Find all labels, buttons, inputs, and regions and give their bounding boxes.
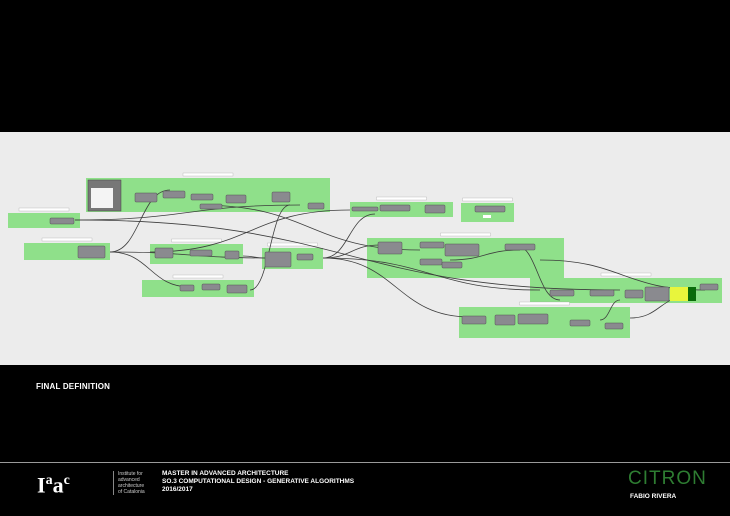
course-info: MASTER IN ADVANCED ARCHITECTURE SO.3 COM… [162, 470, 354, 494]
component-node [224, 250, 240, 260]
component-node [569, 319, 591, 327]
component-node [377, 241, 403, 255]
footer-divider [0, 462, 730, 463]
toggle-input [483, 215, 491, 218]
wire [149, 209, 351, 253]
wire [109, 189, 171, 253]
group-label [172, 274, 224, 279]
gradient-swatch-yellow [670, 287, 688, 301]
component-node [49, 217, 75, 225]
group-label [171, 238, 222, 243]
component-node [307, 202, 325, 210]
wire [599, 299, 621, 321]
component-node [424, 204, 446, 214]
component-node [225, 194, 247, 204]
wire [74, 219, 621, 291]
institution-name: Institute for advanced architecture of C… [113, 471, 158, 495]
component-node [201, 283, 221, 291]
component-node [699, 283, 719, 291]
component-node [264, 251, 292, 268]
wire [449, 249, 521, 261]
institution-line: Institute for [118, 471, 143, 477]
component-node [77, 245, 106, 259]
component-node [226, 284, 248, 294]
component-node [624, 289, 644, 299]
component-node [154, 247, 174, 259]
wire [109, 251, 191, 288]
component-node [296, 253, 314, 261]
course-module: SO.3 COMPUTATIONAL DESIGN - GENERATIVE A… [162, 478, 355, 485]
component-node [444, 243, 480, 257]
component-node [419, 241, 445, 249]
group-label [600, 272, 652, 277]
component-node [644, 286, 670, 302]
preview-area [91, 188, 113, 208]
component-node [199, 203, 223, 210]
institution-line: advanced [118, 477, 140, 483]
component-node [461, 315, 487, 325]
wire [322, 213, 376, 259]
group-label [462, 197, 513, 202]
wire [322, 257, 541, 291]
group-label [41, 237, 93, 242]
component-node [589, 289, 615, 297]
component-group [142, 280, 254, 297]
component-node [474, 205, 506, 213]
course-year: 2016/2017 [162, 486, 193, 493]
component-node [419, 258, 443, 266]
wire [242, 255, 266, 259]
definition-graph [8, 172, 722, 338]
group-label [18, 207, 70, 212]
author-name: FABIO RIVERA [630, 493, 677, 500]
component-node [271, 191, 291, 203]
wire [249, 204, 291, 291]
component-node [549, 289, 575, 297]
wire [322, 244, 381, 259]
component-node [604, 322, 624, 330]
component-node [504, 243, 536, 251]
grasshopper-canvas [0, 132, 730, 365]
wire [74, 204, 301, 221]
iaac-logo: Iaac [37, 472, 70, 498]
component-node [189, 249, 213, 257]
project-logo: CITRON [628, 468, 707, 489]
group-label [182, 172, 234, 177]
component-node [162, 190, 186, 199]
component-node [190, 193, 214, 201]
wire [322, 257, 471, 318]
group-label [267, 242, 318, 247]
group-label [519, 301, 570, 306]
component-node [379, 204, 411, 212]
group-label [376, 196, 427, 201]
component-node [179, 284, 195, 292]
component-node [517, 313, 549, 325]
slide-caption: FINAL DEFINITION [36, 382, 111, 391]
component-node [134, 192, 158, 203]
component-node [351, 206, 379, 212]
course-title: MASTER IN ADVANCED ARCHITECTURE [162, 470, 289, 477]
group-label [440, 232, 491, 237]
component-node [494, 314, 516, 326]
institution-line: of Catalonia [118, 489, 145, 495]
institution-line: architecture [118, 483, 145, 489]
component-node [441, 261, 463, 269]
gradient-swatch-green [688, 287, 696, 301]
